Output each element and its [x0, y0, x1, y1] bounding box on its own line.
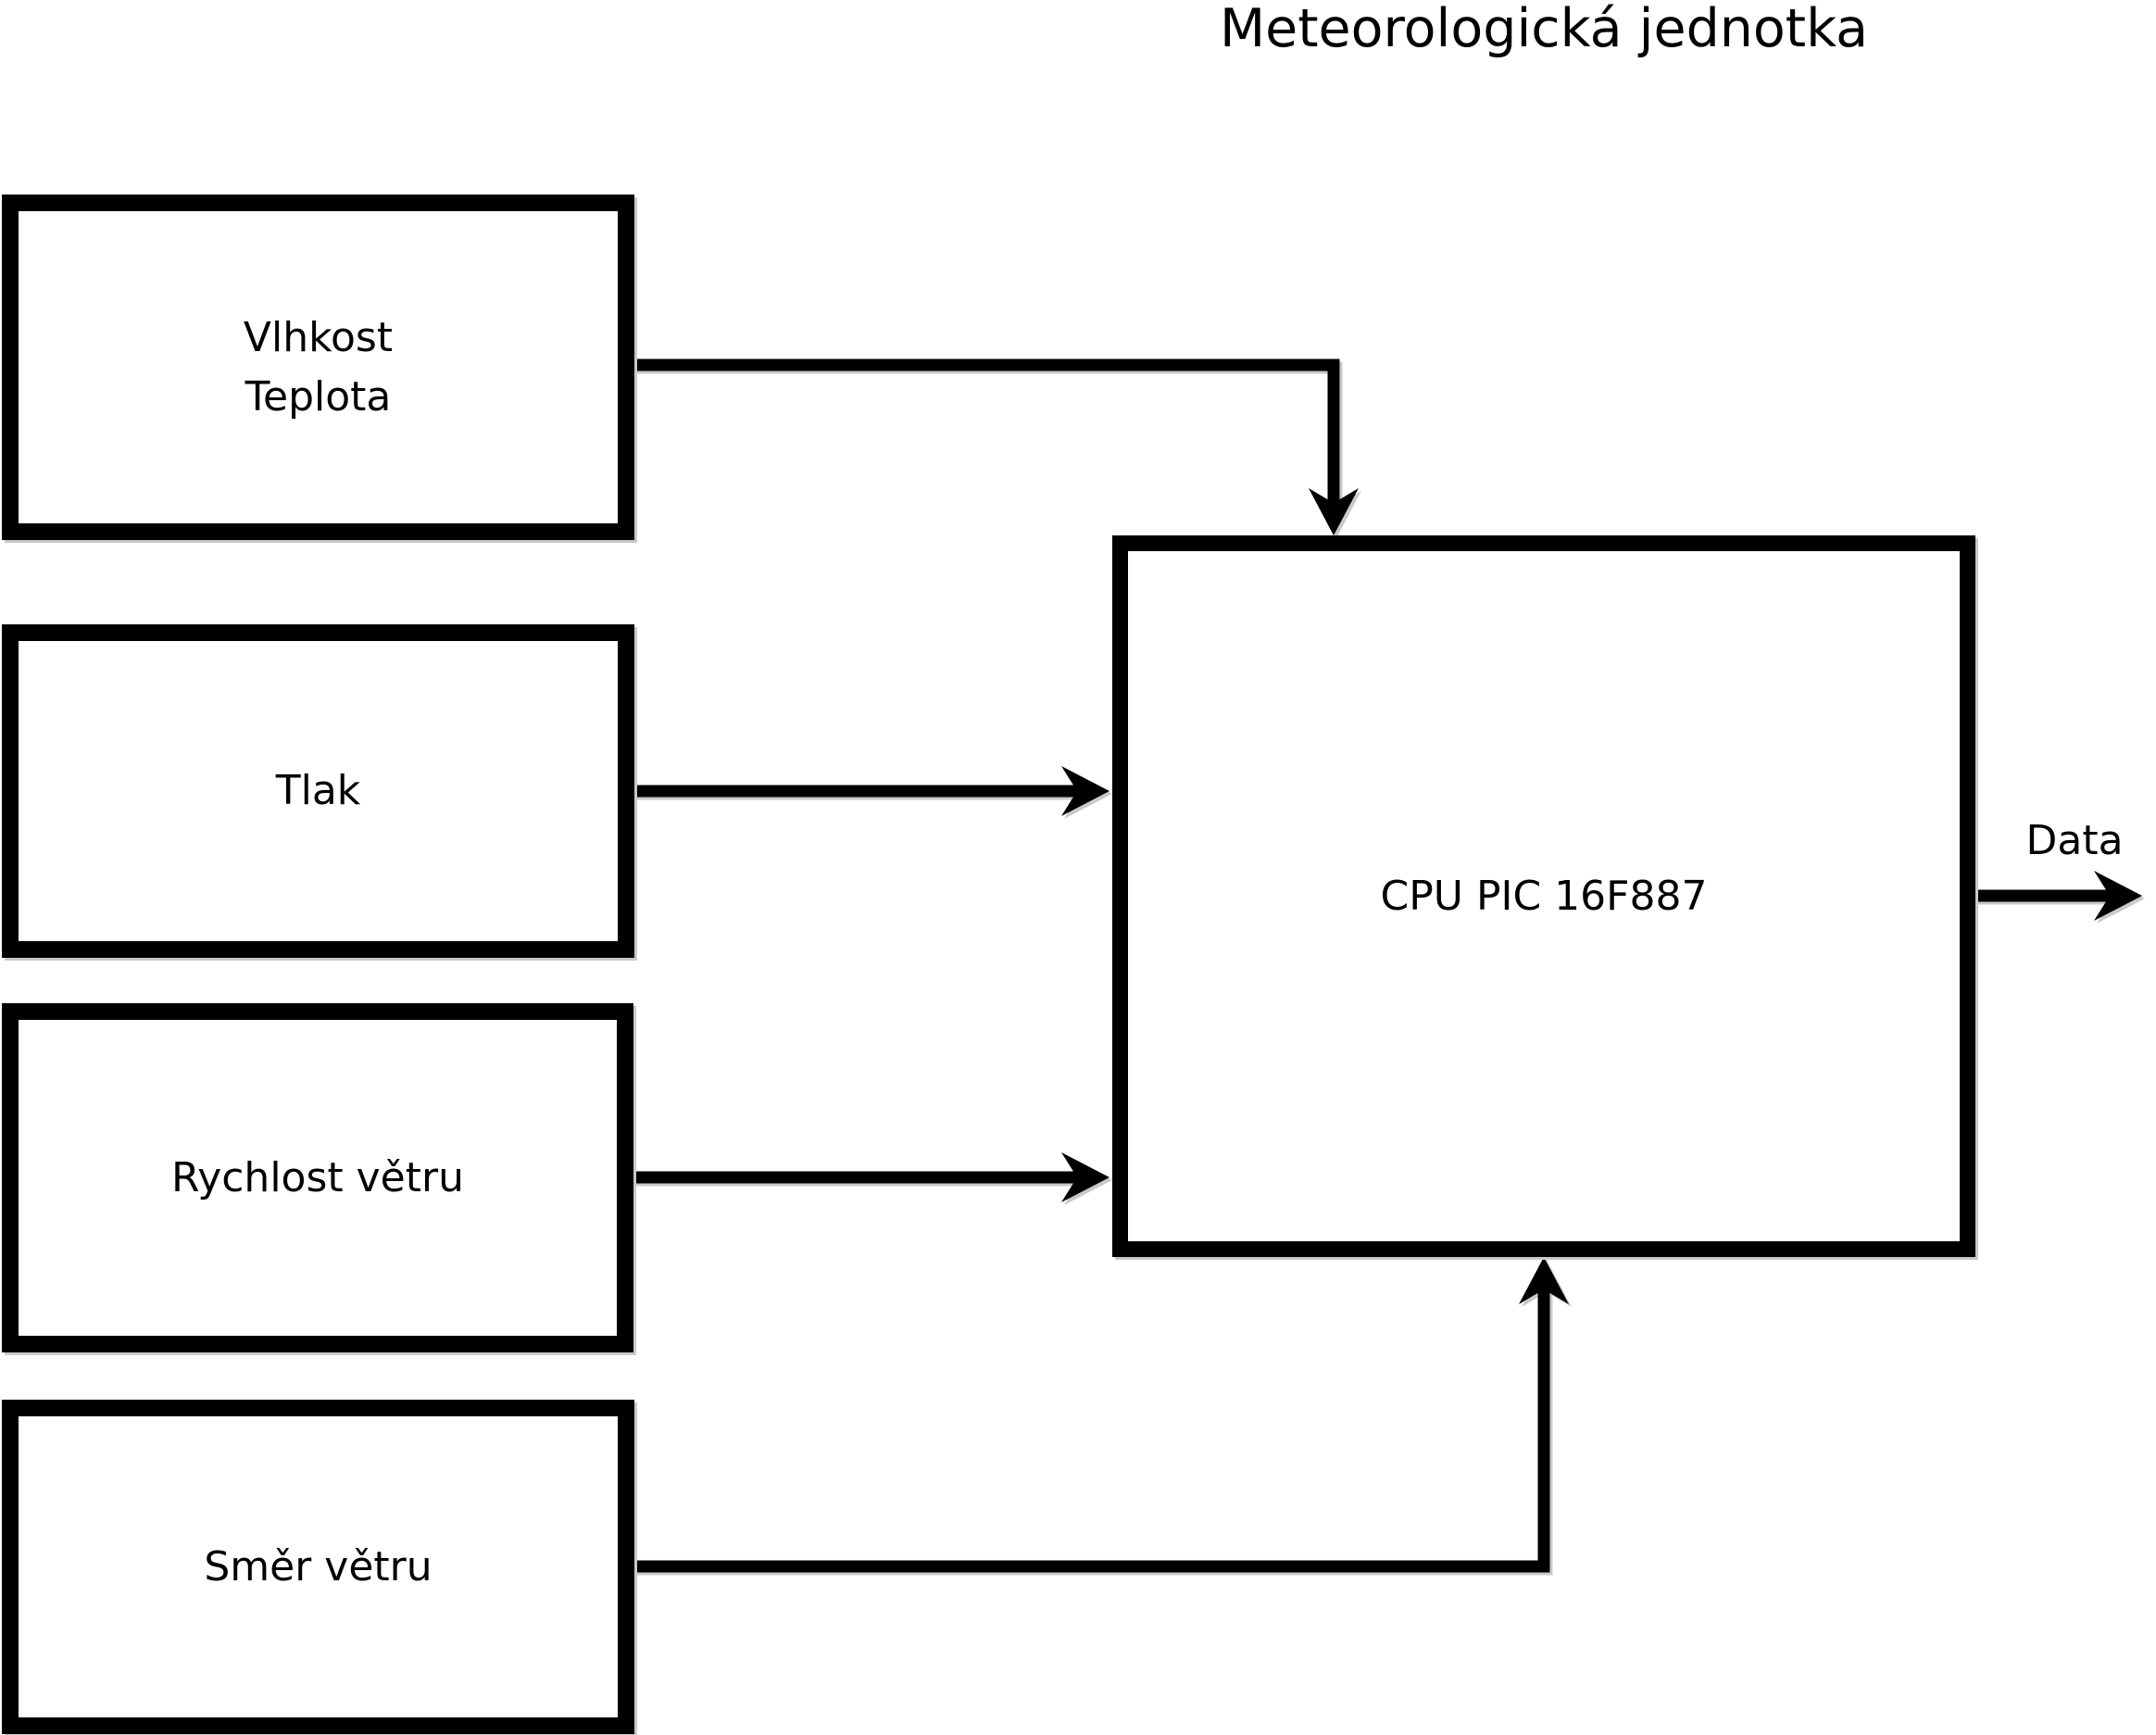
node-pressure: Tlak — [2, 624, 634, 958]
node-label: Vlhkost Teplota — [244, 308, 393, 427]
node-label-line: Vlhkost — [243, 313, 394, 361]
arrowhead-right-icon — [1061, 1152, 1109, 1202]
node-cpu: CPU PIC 16F887 — [1112, 535, 1975, 1257]
node-humidity-temperature: Vlhkost Teplota — [2, 195, 634, 540]
edge-humidity-temperature-to-cpu — [633, 358, 1340, 503]
node-label: Tlak — [275, 767, 361, 815]
arrowhead-down-icon — [1309, 488, 1359, 535]
diagram-title: Meteorologická jednotka — [1219, 0, 1869, 59]
edge-wind-direction-to-cpu — [633, 1289, 1550, 1573]
node-wind-speed: Rychlost větru — [2, 1003, 633, 1352]
node-label: CPU PIC 16F887 — [1380, 872, 1708, 920]
data-output-label: Data — [2025, 817, 2124, 864]
arrowhead-right-icon — [1061, 766, 1109, 816]
node-wind-direction: Směr větru — [2, 1400, 634, 1734]
arrowhead-right-icon — [2094, 871, 2142, 921]
node-label: Směr větru — [204, 1542, 432, 1590]
node-label: Rychlost větru — [171, 1153, 464, 1201]
node-label-line: Teplota — [244, 372, 392, 421]
arrowhead-up-icon — [1519, 1257, 1569, 1304]
